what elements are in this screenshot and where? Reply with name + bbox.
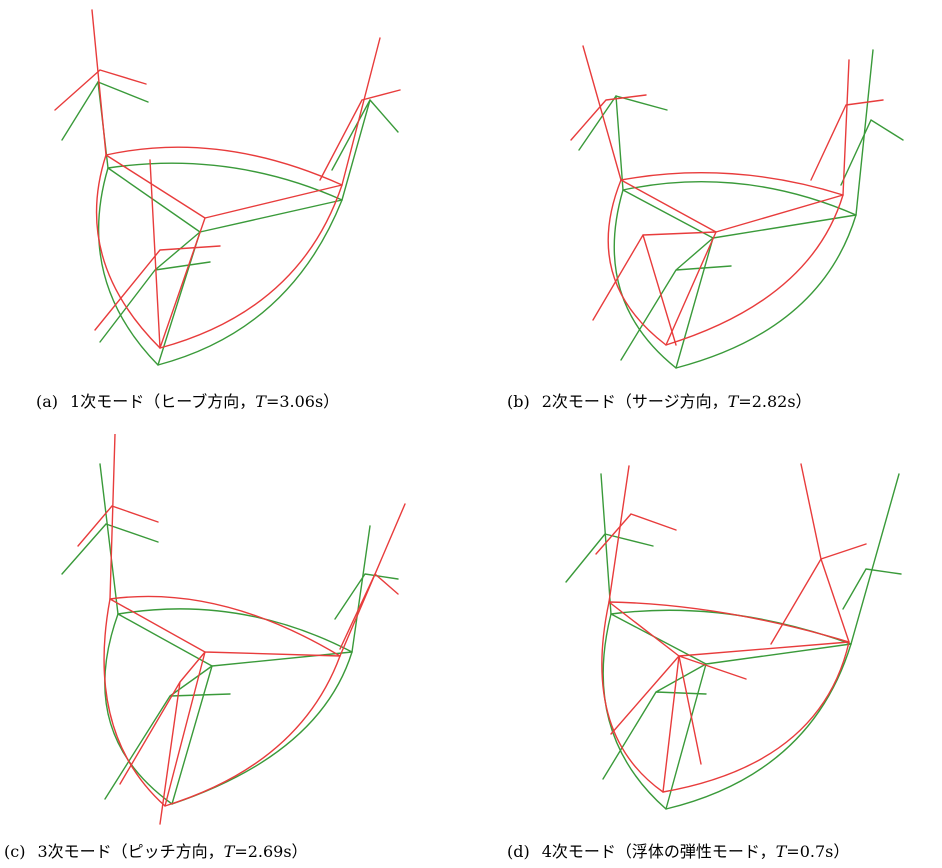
mode-shape-drawing-d: [565, 463, 902, 810]
original-shape-c: [61, 463, 399, 805]
period-value: =3.06s）: [265, 392, 340, 411]
period-symbol: T: [223, 842, 235, 861]
original-shape-a: [61, 81, 399, 366]
original-shape-d: [565, 473, 902, 810]
period-symbol: T: [727, 392, 739, 411]
caption-letter: (a): [36, 392, 59, 411]
caption-c: (c) 3次モード（ピッチ方向，T=2.69s）: [4, 838, 308, 862]
period-value: =2.82s）: [738, 392, 812, 411]
caption-d: (d) 4次モード（浮体の弾性モード，T=0.7s）: [507, 838, 849, 862]
panel-d: (d) 4次モード（浮体の弾性モード，T=0.7s）: [471, 434, 942, 868]
caption-text: 2次モード（サージ方向，: [541, 392, 728, 411]
mode-shape-d: [595, 463, 867, 793]
mode-shape-drawing-b: [570, 45, 904, 369]
period-symbol: T: [775, 842, 787, 861]
caption-text: 1次モード（ヒーブ方向，: [70, 392, 256, 411]
mode-shape-b: [570, 45, 884, 346]
caption-text: 4次モード（浮体の弾性モード，: [541, 842, 776, 861]
caption-b: (b) 2次モード（サージ方向，T=2.82s）: [507, 388, 812, 412]
period-symbol: T: [255, 392, 266, 411]
caption-a: (a) 1次モード（ヒーブ方向，T=3.06s）: [36, 388, 339, 412]
period-value: =2.69s）: [234, 842, 308, 861]
caption-letter: (c): [4, 842, 26, 861]
mode-shape-drawing-c: [61, 434, 406, 825]
panel-a: (a) 1次モード（ヒーブ方向，T=3.06s）: [0, 0, 471, 434]
mode-shape-a: [54, 9, 401, 349]
panel-b: (b) 2次モード（サージ方向，T=2.82s）: [471, 0, 942, 434]
caption-letter: (b): [507, 392, 530, 411]
mode-shape-c: [77, 434, 406, 825]
caption-text: 3次モード（ピッチ方向，: [37, 842, 224, 861]
period-value: =0.7s）: [786, 842, 850, 861]
panel-c: (c) 3次モード（ピッチ方向，T=2.69s）: [0, 434, 471, 868]
mode-shape-drawing-a: [54, 9, 401, 366]
caption-letter: (d): [507, 842, 530, 861]
